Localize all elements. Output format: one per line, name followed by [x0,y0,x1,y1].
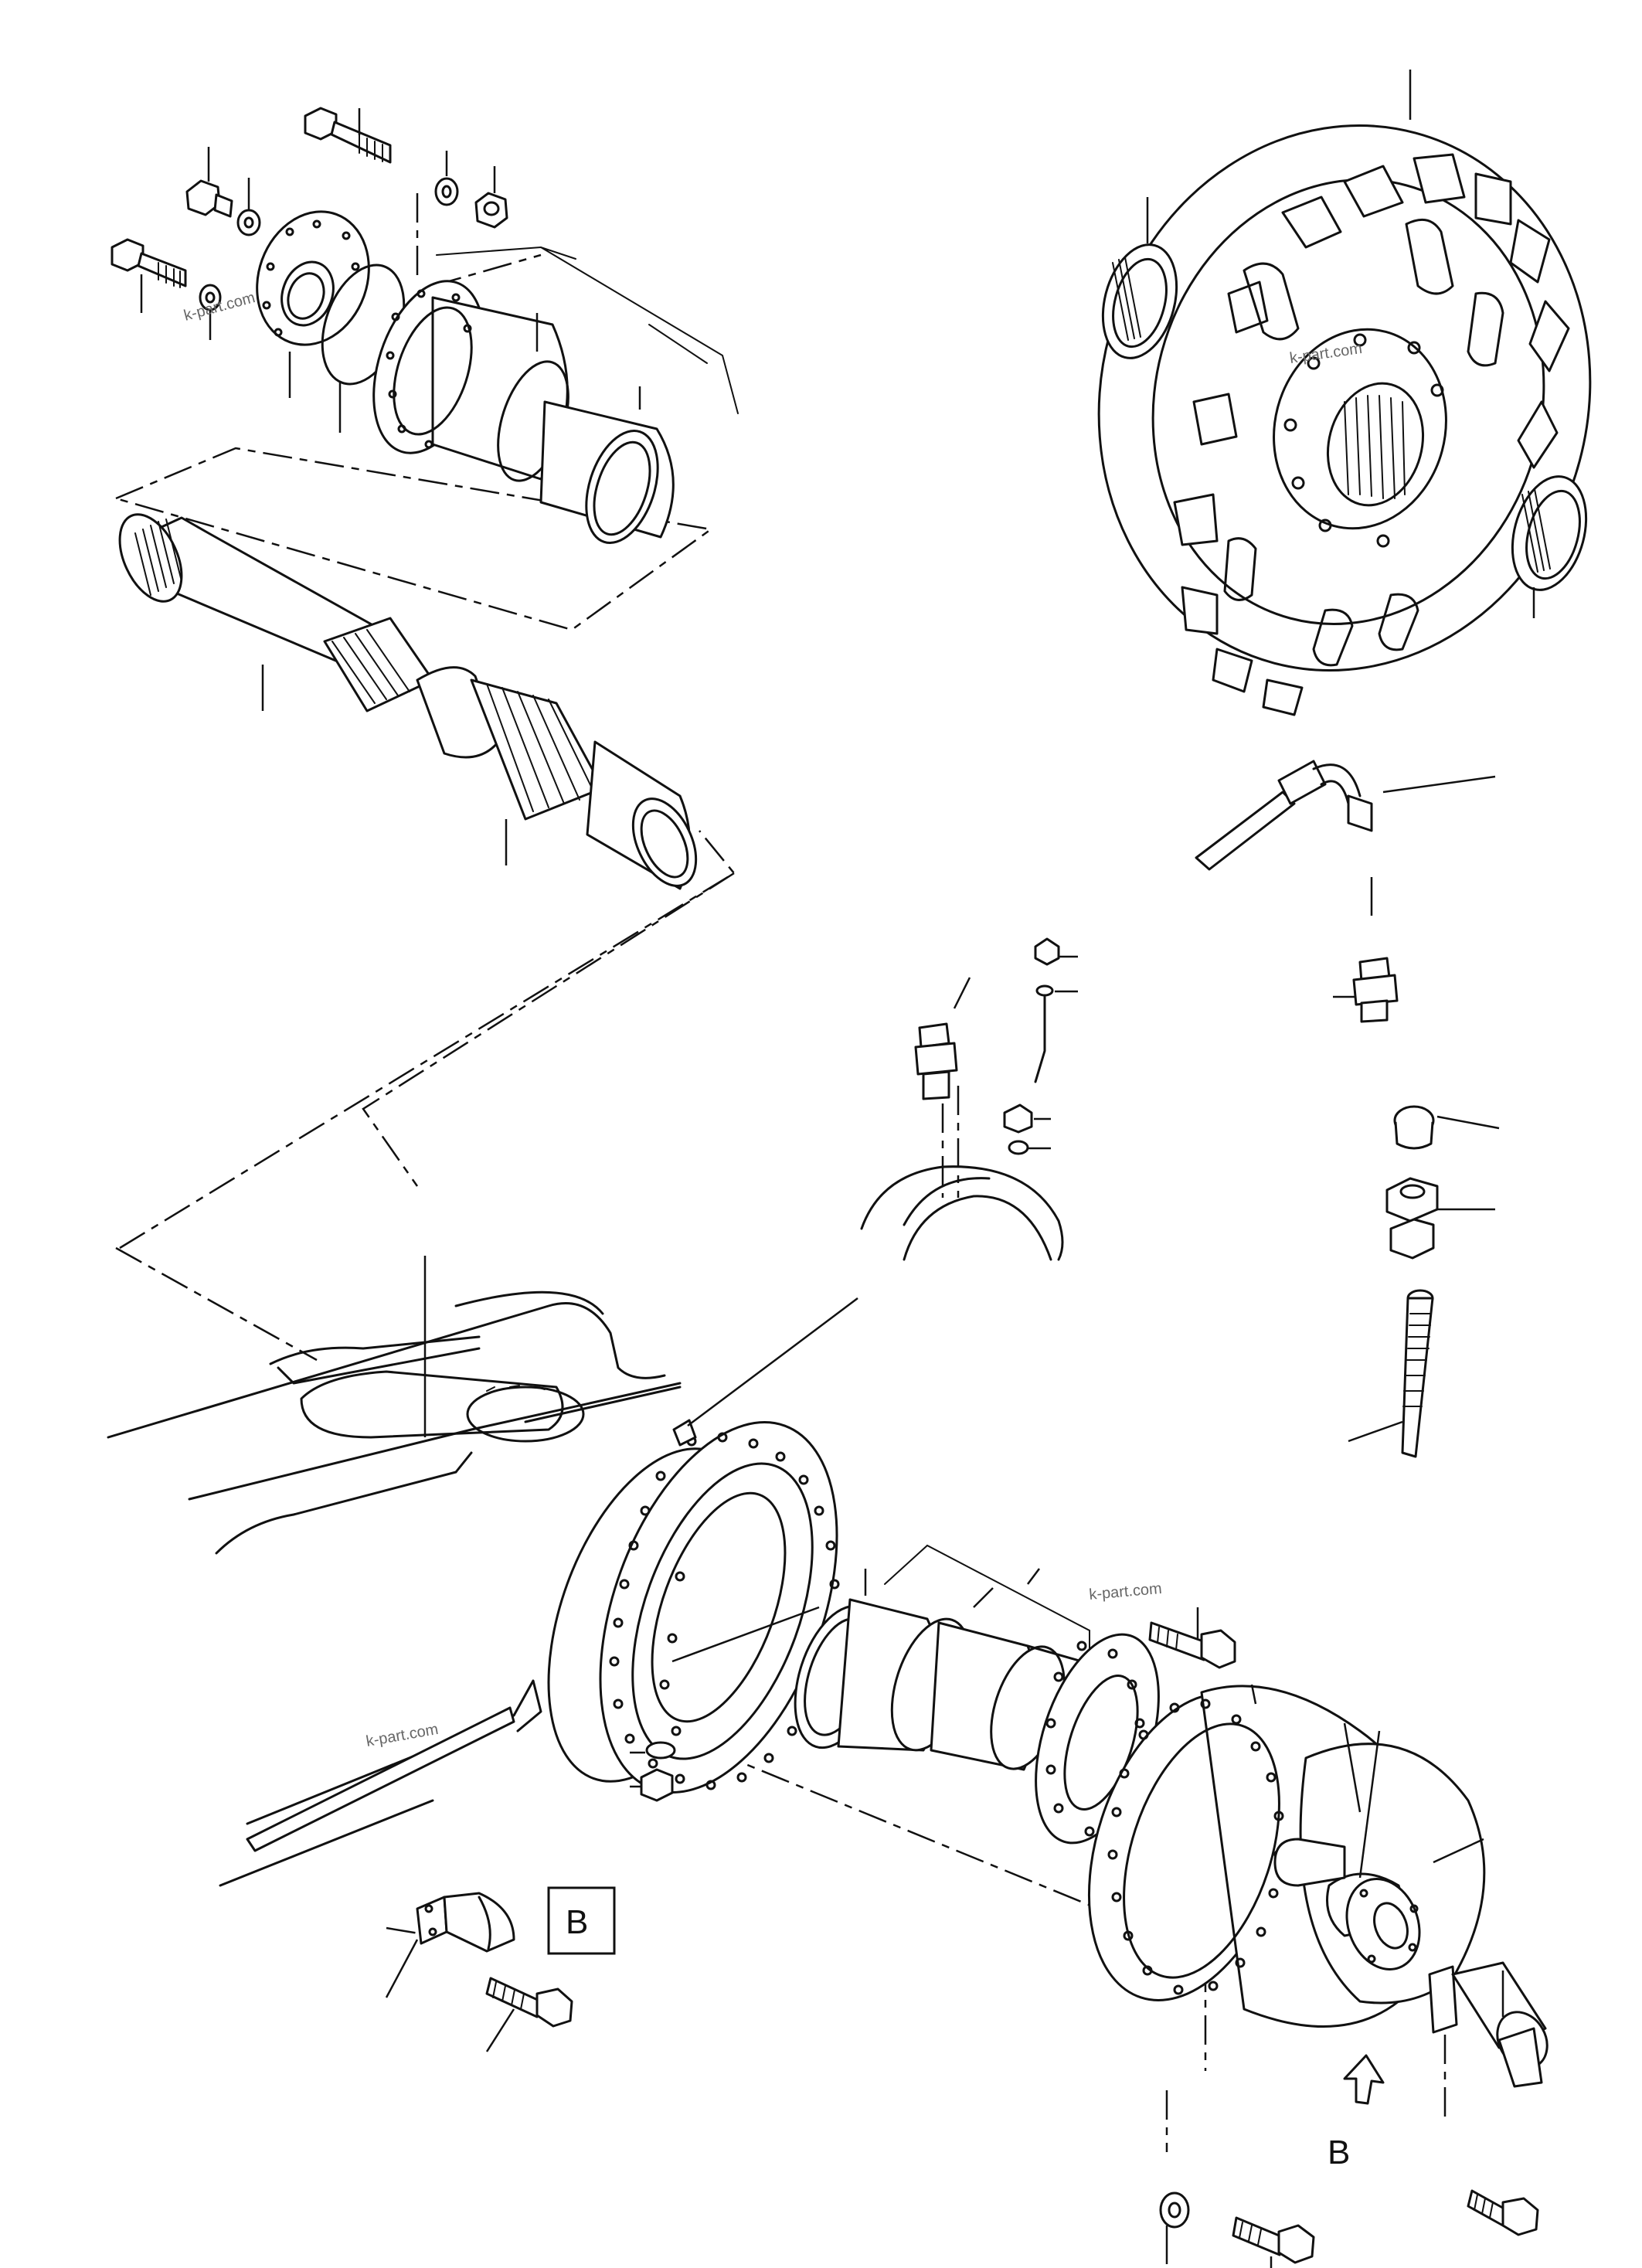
watermark-3: k-part.com [1089,1580,1163,1603]
watermark-4: k-part.com [365,1721,440,1750]
bracket-bolt [485,1977,573,2028]
ring-housing-section [860,1165,1064,1261]
sensor-bolt [1467,2189,1539,2236]
axle-housing-beam [107,1256,682,1887]
planetary-hub-housing [1087,1684,1486,2105]
hub-bolt [1148,1621,1236,1669]
hex-bolt-2 [110,238,187,288]
view-b-box [547,1886,616,1955]
ring-drain-plug [640,1741,676,1802]
breather-fitting-group [1195,760,1500,1458]
top-left-hub-assembly [256,210,739,545]
hex-bolt-1 [304,107,392,164]
bottom-fasteners [1159,2191,1315,2268]
bearing-right [1511,475,1588,591]
view-b-box-label: B [566,1903,588,1941]
breather-cap [1393,1105,1435,1150]
washer-2 [236,209,261,236]
bearing-left [1101,243,1178,359]
view-b-arrow-label: B [1328,2134,1350,2171]
drain-plug-small [1003,1103,1033,1155]
breather-tube [1401,1289,1434,1458]
bottom-washer [1159,2191,1190,2229]
adapter-nipple [1352,957,1399,1023]
seal-flange [256,210,370,346]
seal-and-spacer-set [794,1544,1236,1845]
splined-drive-shaft [118,513,698,890]
speed-sensor [1428,1961,1549,2236]
hex-plug-1 [185,179,233,218]
washer-3 [199,284,222,311]
bushing-sleeve [539,400,675,545]
view-b-bracket [385,1892,573,2052]
wheel-flange-ring [547,1297,858,1802]
final-drive-hub [1097,70,1592,716]
hex-nut-1 [474,192,508,229]
assembly-centerlines [113,193,1447,2152]
dipstick-plug [1034,937,1060,1083]
bottom-bolt [1232,2216,1315,2264]
elbow-hose-fitting [1195,760,1373,871]
top-left-bolt-group [110,107,508,340]
level-plug [914,1022,958,1100]
washer-1 [434,177,459,206]
plug-and-dipstick-group [860,937,1078,1261]
reducer-nut [1385,1177,1439,1260]
